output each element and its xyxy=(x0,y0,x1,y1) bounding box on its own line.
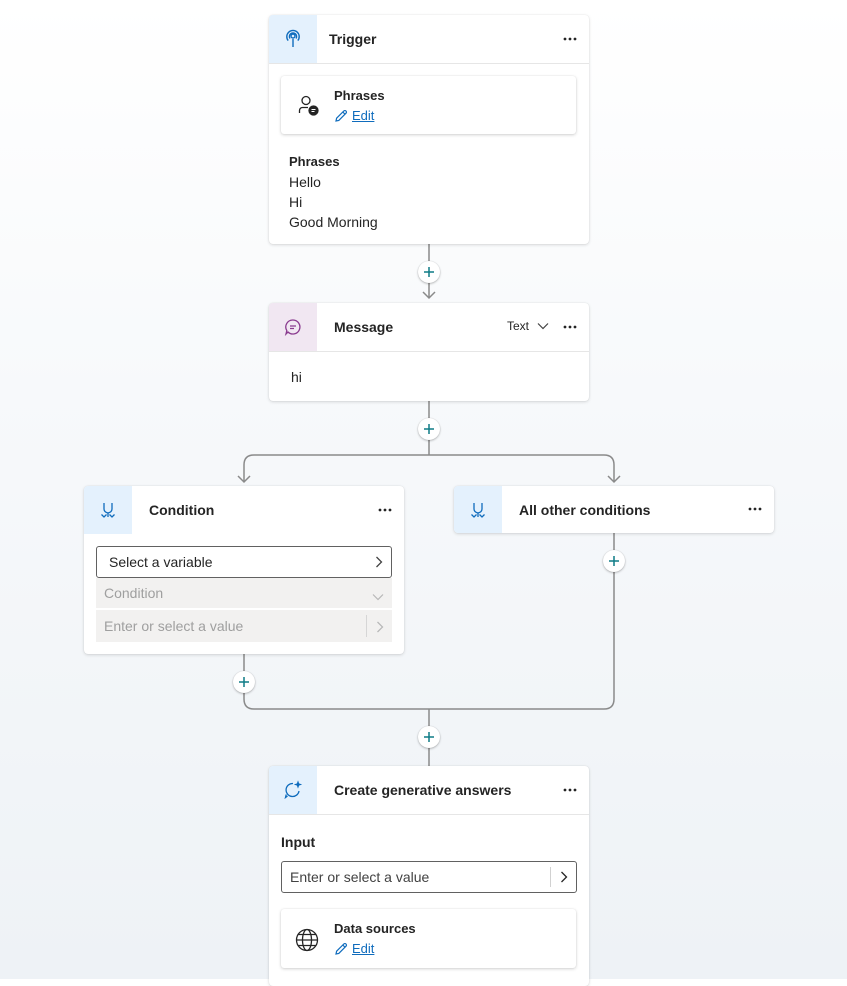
message-more-icon[interactable] xyxy=(563,317,577,337)
add-node-button[interactable] xyxy=(233,671,255,693)
plus-icon xyxy=(239,677,249,687)
select-variable-label: Select a variable xyxy=(109,554,213,570)
other-conditions-card[interactable]: All other conditions xyxy=(454,486,774,533)
add-node-button[interactable] xyxy=(418,726,440,748)
phrase-item: Good Morning xyxy=(289,214,378,230)
data-sources-edit-label: Edit xyxy=(352,941,375,956)
generative-input-field[interactable]: Enter or select a value xyxy=(281,861,577,893)
divider xyxy=(550,867,551,887)
generative-more-icon[interactable] xyxy=(563,780,577,800)
message-type-label: Text xyxy=(506,319,529,333)
phrases-heading: Phrases xyxy=(289,154,340,169)
message-text[interactable]: hi xyxy=(291,369,302,385)
trigger-title: Trigger xyxy=(329,31,377,47)
phrase-item: Hello xyxy=(289,174,321,190)
condition-operator-label: Condition xyxy=(104,585,164,601)
data-sources-card[interactable]: Data sources Edit xyxy=(281,909,576,968)
generative-header: Create generative answers xyxy=(269,766,589,815)
other-conditions-more-icon[interactable] xyxy=(748,499,762,519)
condition-value-input[interactable]: Enter or select a value xyxy=(96,610,392,642)
plus-icon xyxy=(424,267,434,277)
add-node-button[interactable] xyxy=(418,261,440,283)
other-conditions-header: All other conditions xyxy=(454,486,774,533)
input-label: Input xyxy=(281,834,316,850)
generative-answers-card[interactable]: Create generative answers Input Enter or… xyxy=(269,766,589,986)
chevron-right-icon[interactable] xyxy=(376,620,384,636)
phrases-edit-link[interactable]: Edit xyxy=(334,108,374,123)
condition-value-placeholder: Enter or select a value xyxy=(104,618,244,634)
message-card[interactable]: Message Text hi xyxy=(269,303,589,401)
chevron-right-icon[interactable] xyxy=(560,871,568,883)
trigger-more-icon[interactable] xyxy=(563,29,577,49)
message-header: Message Text xyxy=(269,303,589,352)
data-sources-title: Data sources xyxy=(334,921,416,936)
trigger-card[interactable]: Trigger Phrases Edit Phrases Hello Hi Go… xyxy=(269,15,589,244)
plus-icon xyxy=(609,556,619,566)
chat-bubble-icon xyxy=(269,303,317,351)
chevron-down-icon xyxy=(372,588,384,604)
sparkle-chat-icon xyxy=(269,766,317,814)
chevron-down-icon xyxy=(537,323,549,330)
other-conditions-title: All other conditions xyxy=(519,501,651,518)
chevron-right-icon xyxy=(375,556,383,568)
pencil-icon xyxy=(335,942,348,955)
condition-operator-select[interactable]: Condition xyxy=(96,578,392,608)
plus-icon xyxy=(424,424,434,434)
select-variable-field[interactable]: Select a variable xyxy=(96,546,392,578)
phrase-item: Hi xyxy=(289,194,303,210)
phrases-card[interactable]: Phrases Edit xyxy=(281,76,576,134)
trigger-header: Trigger xyxy=(269,15,589,64)
generative-input-placeholder: Enter or select a value xyxy=(290,869,430,885)
person-chat-icon xyxy=(298,95,320,120)
data-sources-edit-link[interactable]: Edit xyxy=(334,941,374,956)
add-node-button[interactable] xyxy=(418,418,440,440)
message-type-dropdown[interactable]: Text xyxy=(507,319,549,333)
message-title: Message xyxy=(334,319,394,335)
condition-more-icon[interactable] xyxy=(378,500,392,520)
plus-icon xyxy=(424,732,434,742)
branch-icon xyxy=(84,486,132,534)
condition-header: Condition xyxy=(84,486,404,534)
phrases-edit-label: Edit xyxy=(352,108,375,123)
divider xyxy=(366,615,367,637)
add-node-button[interactable] xyxy=(603,550,625,572)
condition-card[interactable]: Condition Select a variable Condition En… xyxy=(84,486,404,654)
condition-title: Condition xyxy=(149,502,215,518)
trigger-icon xyxy=(269,15,317,63)
pencil-icon xyxy=(335,109,348,122)
generative-title: Create generative answers xyxy=(334,782,512,798)
phrases-card-title: Phrases xyxy=(334,88,385,103)
branch-icon xyxy=(454,486,502,533)
globe-icon xyxy=(295,928,319,955)
